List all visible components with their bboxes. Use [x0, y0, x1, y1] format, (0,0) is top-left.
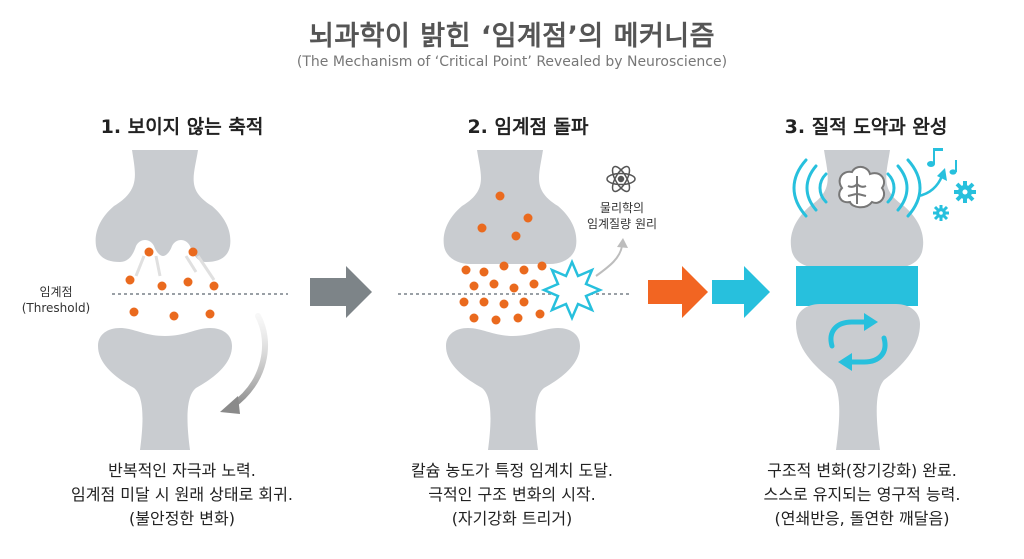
brain-icon: [838, 166, 886, 209]
arrow-right-icon: [310, 266, 372, 318]
gear-icon: [933, 181, 976, 221]
atom-icon: [606, 165, 636, 193]
stage-3-synapse: [790, 148, 976, 450]
caption-line: 임계점 미달 시 원래 상태로 회귀.: [71, 485, 293, 504]
caption-line: (불안정한 변화): [129, 509, 235, 528]
arrow-right-cyan-icon: [712, 266, 770, 318]
caption-line: (연쇄반응, 돌연한 깨달음): [774, 509, 950, 528]
regress-arrow: [229, 313, 268, 409]
threshold-label-en: (Threshold): [21, 301, 91, 315]
page-title: 뇌과학이 밝힌 ‘임계점’의 메커니즘: [309, 21, 715, 52]
cycle-head-2: [838, 353, 852, 371]
stage-3-caption: 구조적 변화(장기강화) 완료. 스스로 유지되는 영구적 능력. (연쇄반응,…: [702, 459, 1022, 531]
stage-2-synapse: [398, 150, 636, 450]
stage-3-heading: 3. 질적 도약과 완성: [784, 116, 948, 138]
physics-pointer: [595, 245, 623, 277]
postsynaptic-terminal: [98, 328, 232, 450]
stage-1-caption: 반복적인 자극과 노력. 임계점 미달 시 원래 상태로 회귀. (불안정한 변…: [22, 459, 342, 531]
caption-line: 칼슘 농도가 특정 임계치 도달.: [410, 461, 614, 480]
caption-line: 스스로 유지되는 영구적 능력.: [763, 485, 961, 504]
release-streaks: [134, 255, 216, 281]
presynaptic-terminal: [95, 150, 231, 262]
stage-2-caption: 칼슘 농도가 특정 임계치 도달. 극적인 구조 변화의 시작. (자기강화 트…: [352, 459, 672, 531]
stage-1-heading: 1. 보이지 않는 축적: [100, 116, 264, 138]
stage-2-heading: 2. 임계점 돌파: [467, 116, 589, 138]
burst-icon: [540, 258, 604, 322]
output-arrow: [917, 175, 944, 198]
physics-pointer-head: [617, 238, 628, 248]
regress-arrow-head: [220, 396, 240, 414]
music-note-icon: [927, 148, 957, 175]
caption-line: 구조적 변화(장기강화) 완료.: [767, 461, 957, 480]
caption-line: 반복적인 자극과 노력.: [108, 461, 256, 480]
cycle-head-1: [864, 313, 878, 331]
caption-line: 극적인 구조 변화의 시작.: [428, 485, 596, 504]
page-subtitle: (The Mechanism of ‘Critical Point’ Revea…: [296, 54, 728, 70]
physics-label-line-2: 임계질량 원리: [586, 217, 658, 231]
presynaptic-terminal-2: [443, 150, 577, 264]
postsynaptic-terminal-3: [796, 304, 920, 450]
physics-label: 물리학의 임계질량 원리: [572, 200, 672, 232]
caption-line: (자기강화 트리거): [451, 509, 573, 528]
physics-label-line-1: 물리학의: [599, 201, 645, 215]
threshold-label-ko: 임계점: [39, 285, 73, 299]
signal-waves: [792, 158, 922, 218]
calcium-dots-2: [459, 191, 547, 325]
postsynaptic-terminal-2: [446, 328, 580, 450]
calcium-dots: [125, 247, 219, 321]
arrow-right-orange-icon: [648, 266, 708, 318]
output-arrow-head: [937, 168, 947, 181]
fused-cleft: [796, 266, 918, 306]
presynaptic-terminal-3: [790, 150, 924, 268]
stage-1-synapse: [95, 150, 288, 450]
threshold-label: 임계점 (Threshold): [6, 284, 106, 316]
cycle-arrows-icon: [828, 319, 888, 365]
